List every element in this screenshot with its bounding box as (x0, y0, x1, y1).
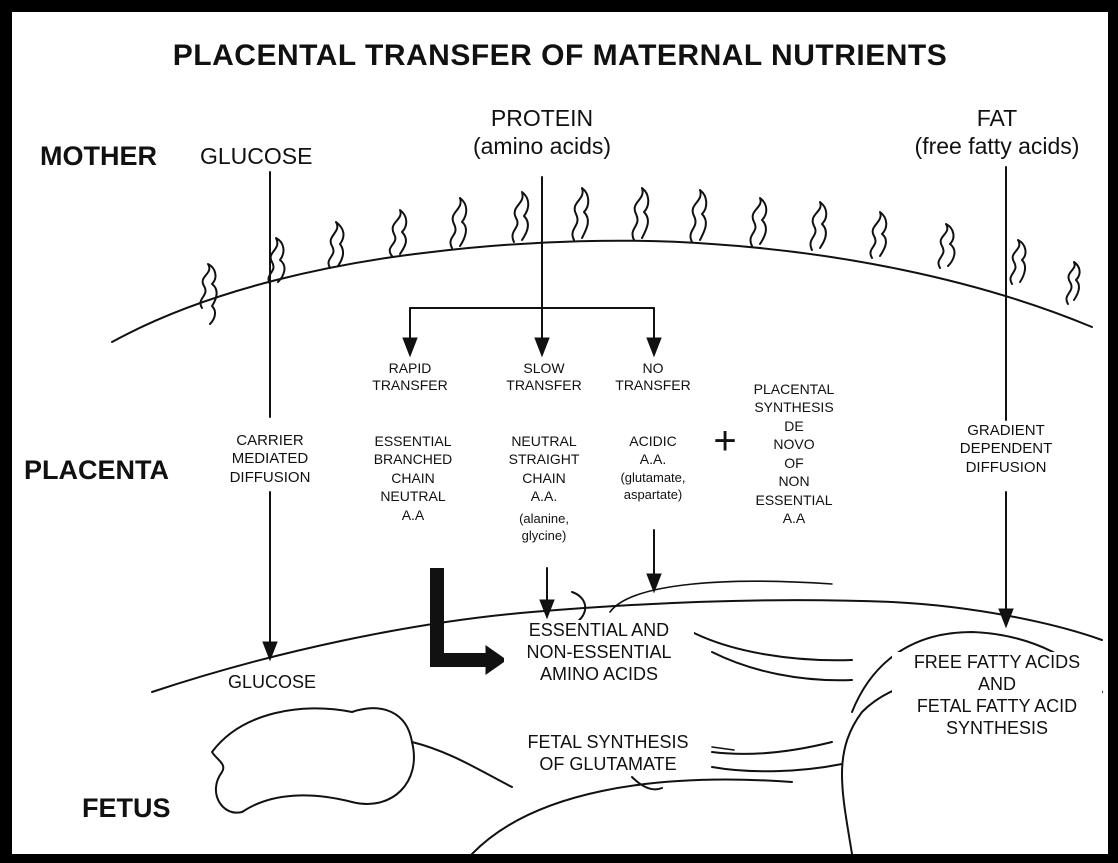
rapid-transfer-label: RAPID TRANSFER (370, 360, 450, 394)
example-line: (glutamate, (598, 469, 708, 486)
detail-line: STRAIGHT (494, 450, 594, 468)
detail-line: NEUTRAL (367, 487, 459, 505)
glucose-mechanism: CARRIER MEDIATED DIFFUSION (206, 432, 334, 487)
mechanism-line: CARRIER (206, 432, 334, 450)
amino-line: AMINO ACIDS (504, 664, 694, 686)
synthesis-line: NOVO (736, 435, 852, 453)
detail-line: A.A. (598, 450, 708, 468)
amino-line: NON-ESSENTIAL (504, 642, 694, 664)
label-line: TRANSFER (496, 377, 592, 394)
glutamate-line: OF GLUTAMATE (508, 754, 708, 776)
no-transfer-detail: ACIDIC A.A. (glutamate, aspartate) (598, 432, 708, 503)
mechanism-line: DIFFUSION (206, 469, 334, 487)
slow-transfer-detail: NEUTRAL STRAIGHT CHAIN A.A. (alanine, gl… (494, 432, 594, 544)
label-line: TRANSFER (370, 377, 450, 394)
label-line: RAPID (370, 360, 450, 377)
detail-line: ESSENTIAL (367, 432, 459, 450)
mechanism-line: MEDIATED (206, 450, 334, 468)
glucose-arrow (263, 172, 277, 660)
fat-arrow (999, 167, 1013, 627)
fat-sublabel: (free fatty acids) (892, 132, 1102, 160)
fat-label: FAT (892, 104, 1102, 132)
label-line: NO (608, 360, 698, 377)
detail-line: NEUTRAL (494, 432, 594, 450)
protein-sublabel: (amino acids) (442, 132, 642, 160)
detail-line: A.A (367, 506, 459, 524)
synthesis-line: OF (736, 454, 852, 472)
placental-surface (112, 241, 1092, 342)
synthesis-line: A.A (736, 509, 852, 527)
synthesis-line: SYNTHESIS (736, 398, 852, 416)
glutamate-line: FETAL SYNTHESIS (508, 732, 708, 754)
placental-synthesis: PLACENTAL SYNTHESIS DE NOVO OF NON ESSEN… (736, 380, 852, 528)
placental-villi (200, 188, 1079, 324)
fetal-amino-acids: ESSENTIAL AND NON-ESSENTIAL AMINO ACIDS (504, 620, 694, 686)
protein-label: PROTEIN (442, 104, 642, 132)
example-line: glycine) (494, 527, 594, 544)
label-line: TRANSFER (608, 377, 698, 394)
fetal-glucose: GLUCOSE (222, 672, 322, 694)
amino-line: ESSENTIAL AND (504, 620, 694, 642)
fetal-glutamate-synthesis: FETAL SYNTHESIS OF GLUTAMATE (508, 732, 708, 776)
diagram-frame: PLACENTAL TRANSFER OF MATERNAL NUTRIENTS… (8, 8, 1112, 858)
example-line: (alanine, (494, 510, 594, 527)
level-label-mother: MOTHER (40, 140, 157, 173)
fat-mechanism: GRADIENT DEPENDENT DIFFUSION (938, 422, 1074, 477)
no-transfer-label: NO TRANSFER (608, 360, 698, 394)
nutrient-fat: FAT (free fatty acids) (892, 104, 1102, 160)
nutrient-protein: PROTEIN (amino acids) (442, 104, 642, 160)
fatty-line: AND (892, 674, 1102, 696)
level-label-fetus: FETUS (82, 792, 171, 825)
diagram-title: PLACENTAL TRANSFER OF MATERNAL NUTRIENTS (12, 38, 1108, 75)
slow-transfer-label: SLOW TRANSFER (496, 360, 592, 394)
synthesis-line: DE (736, 417, 852, 435)
detail-line: BRANCHED (367, 450, 459, 468)
fatty-line: SYNTHESIS (892, 718, 1102, 740)
label-line: SLOW (496, 360, 592, 377)
mechanism-line: GRADIENT (938, 422, 1074, 440)
nutrient-glucose: GLUCOSE (200, 142, 312, 170)
mechanism-line: DEPENDENT (938, 440, 1074, 458)
detail-line: CHAIN (367, 469, 459, 487)
level-label-placenta: PLACENTA (24, 454, 169, 487)
detail-line: A.A. (494, 487, 594, 505)
example-line: aspartate) (598, 486, 708, 503)
rapid-transfer-detail: ESSENTIAL BRANCHED CHAIN NEUTRAL A.A (367, 432, 459, 524)
synthesis-line: PLACENTAL (736, 380, 852, 398)
detail-line: ACIDIC (598, 432, 708, 450)
detail-line: CHAIN (494, 469, 594, 487)
fatty-line: FREE FATTY ACIDS (892, 652, 1102, 674)
fetal-fatty-acids: FREE FATTY ACIDS AND FETAL FATTY ACID SY… (892, 652, 1102, 740)
synthesis-line: ESSENTIAL (736, 491, 852, 509)
mechanism-line: DIFFUSION (938, 459, 1074, 477)
synthesis-line: NON (736, 472, 852, 490)
fatty-line: FETAL FATTY ACID (892, 696, 1102, 718)
